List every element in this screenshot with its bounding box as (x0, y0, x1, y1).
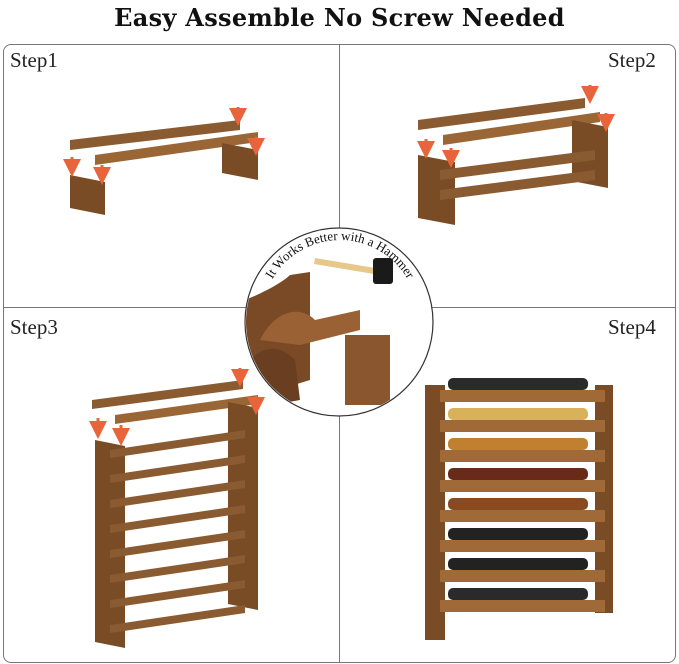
step4-label: Step4 (608, 315, 656, 339)
step2-label: Step2 (608, 48, 656, 72)
step1-illustration (63, 107, 265, 215)
step1-label: Step1 (10, 48, 58, 72)
step3-illustration (89, 368, 265, 648)
hammer-inset: It Works Better with a Hammer (244, 227, 434, 417)
page-title: Easy Assemble No Screw Needed (114, 3, 565, 32)
step3-label: Step3 (10, 315, 58, 339)
step4-illustration (425, 378, 613, 640)
step2-illustration (417, 85, 615, 225)
